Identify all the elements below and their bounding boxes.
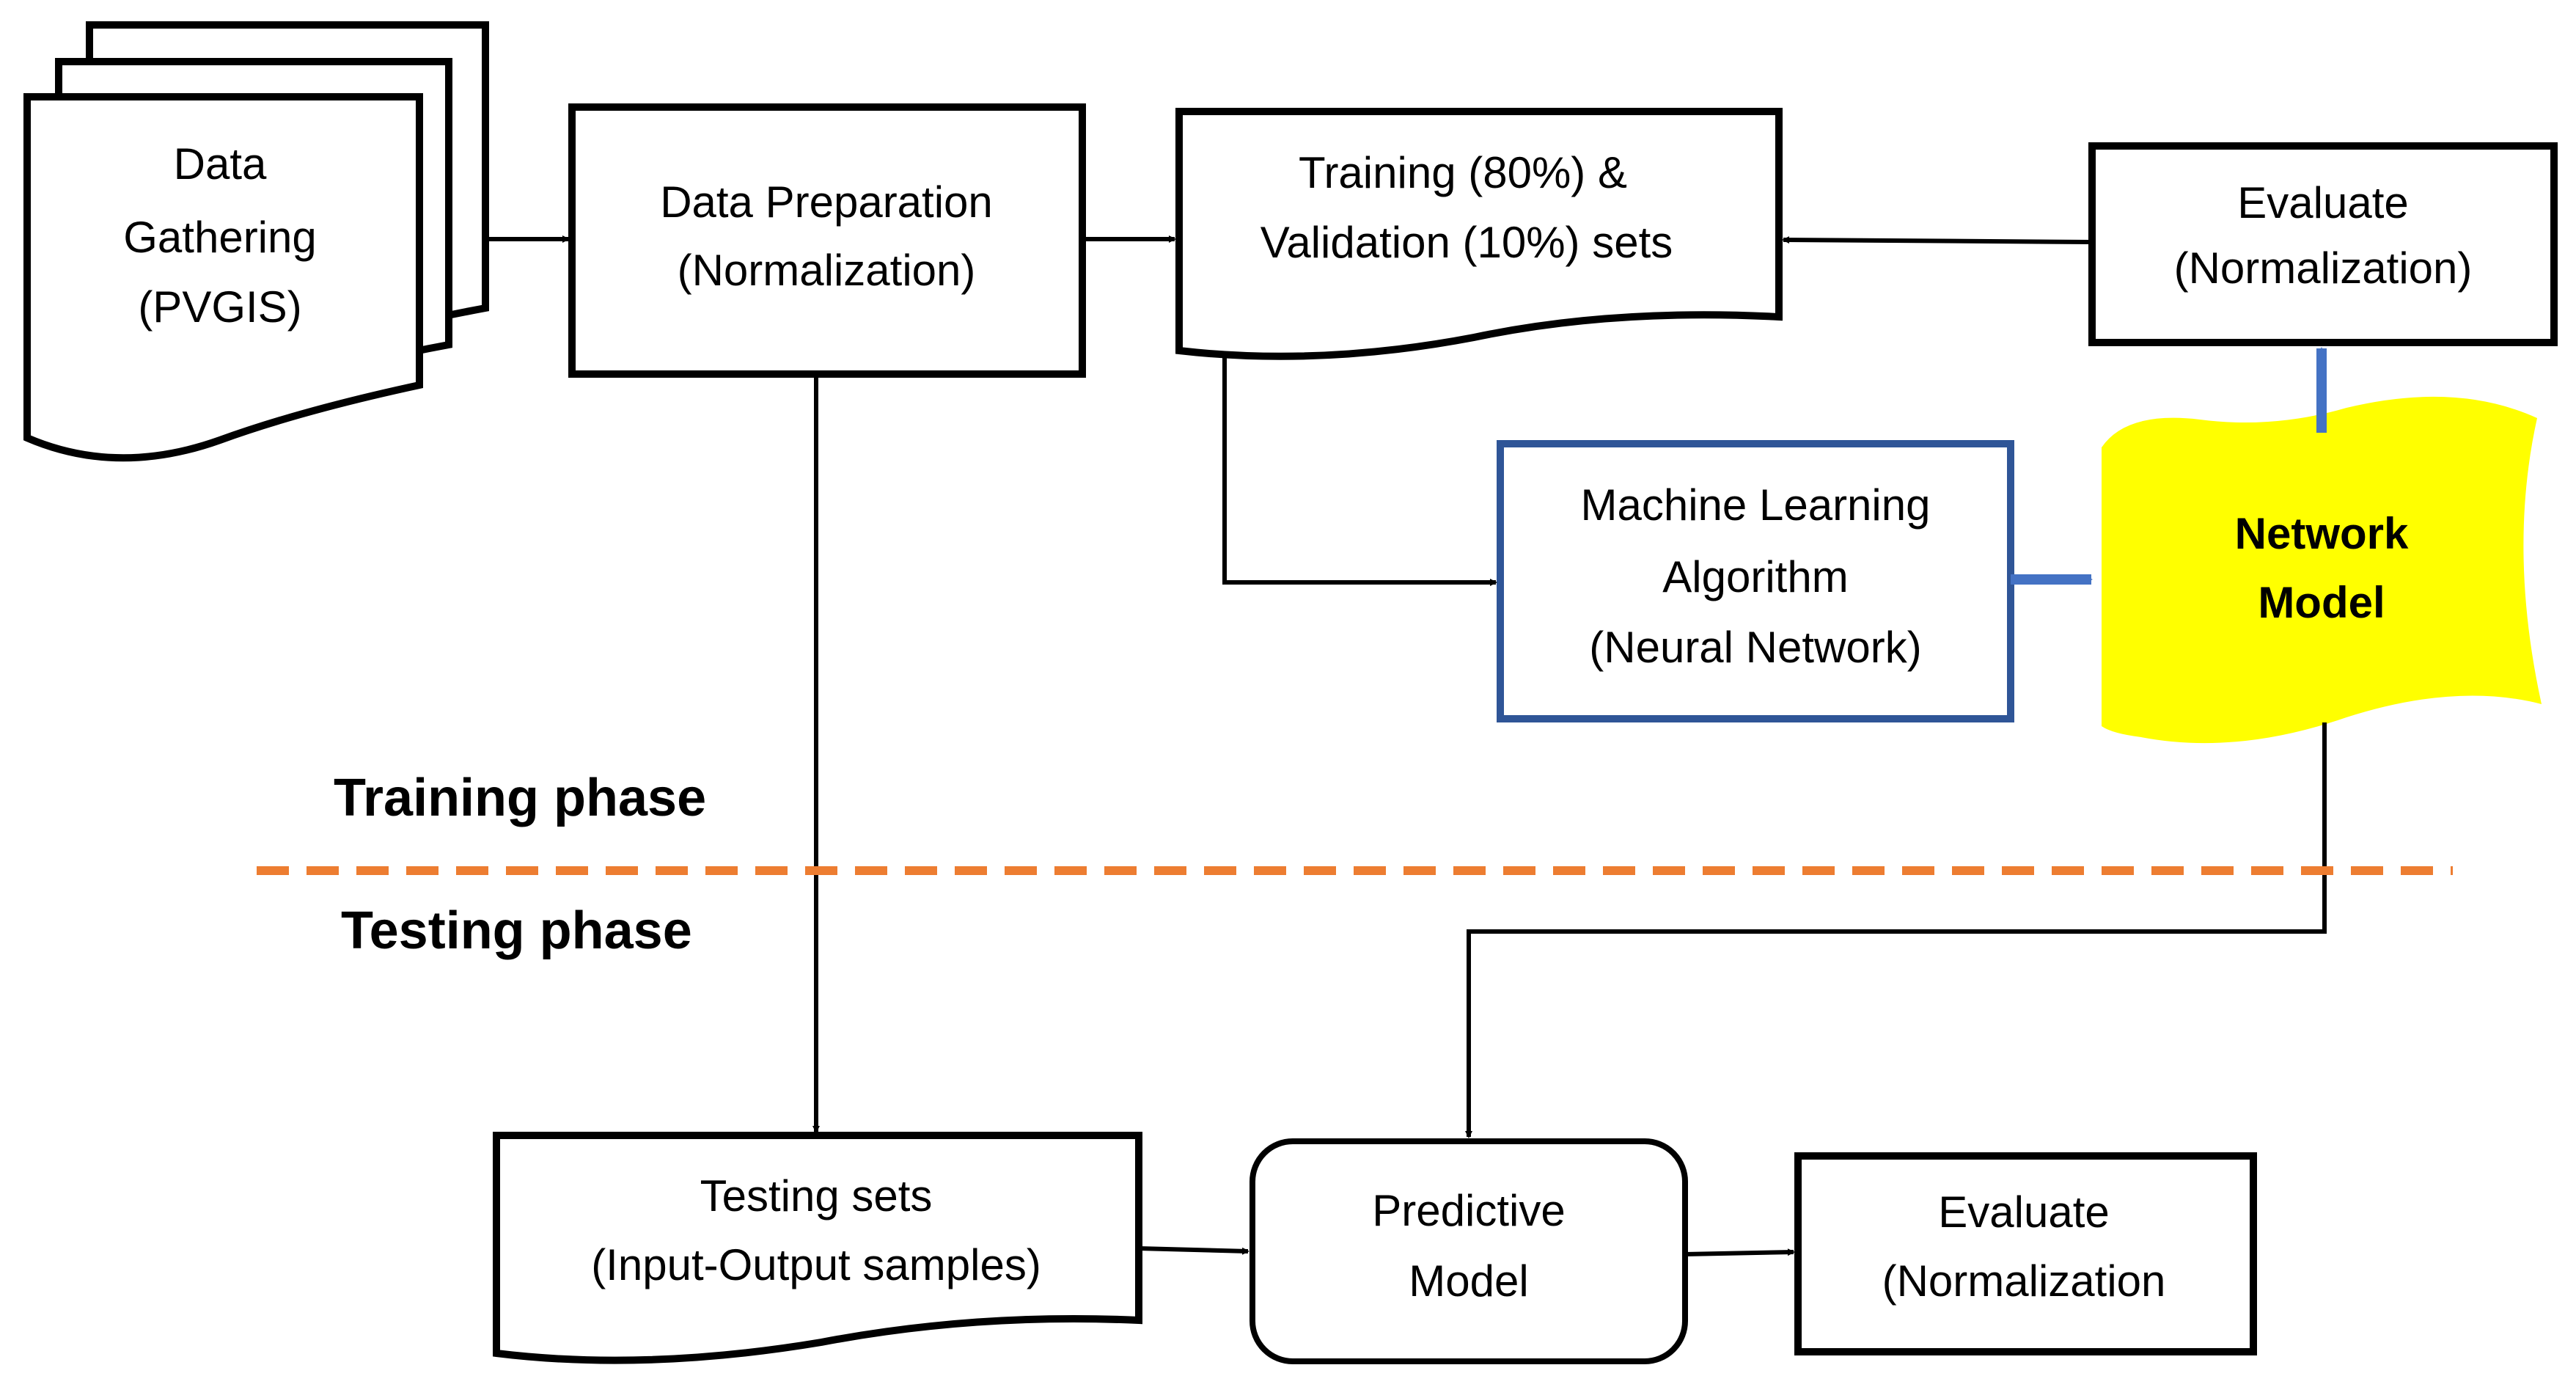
testing-sets-node: Testing sets (Input-Output samples) (493, 1132, 1142, 1364)
data-preparation-line-2: (Normalization) (678, 246, 976, 295)
evaluate-bottom-box (1794, 1152, 2257, 1355)
evaluate-top-line-1: Evaluate (2237, 178, 2409, 227)
arrow-predictive-to-evaluate (1684, 1248, 1795, 1256)
network-model-shape (2102, 396, 2542, 744)
data-preparation-line-1: Data Preparation (660, 178, 993, 227)
document-shape-front (23, 93, 423, 462)
network-model-line-2: Model (2258, 578, 2385, 627)
testing-sets-line-1: Testing sets (700, 1171, 933, 1220)
arrow-training-to-ml (1222, 356, 1497, 586)
data-gathering-line-3: (PVGIS) (138, 282, 301, 332)
evaluate-bottom-node: Evaluate (Normalization (1794, 1152, 2257, 1355)
predictive-model-box (1250, 1138, 1688, 1364)
network-model-line-1: Network (2235, 509, 2409, 558)
testing-sets-line-2: (Input-Output samples) (591, 1240, 1041, 1289)
data-gathering-line-1: Data (174, 139, 267, 189)
document-shape (493, 1132, 1142, 1364)
evaluate-bottom-line-2: (Normalization (1882, 1256, 2166, 1306)
training-validation-line-1: Training (80%) & (1299, 148, 1627, 197)
blue-connectors (2011, 347, 2327, 585)
arrow-evaluate-to-training (1782, 236, 2093, 244)
ml-algorithm-node: Machine Learning Algorithm (Neural Netwo… (1497, 440, 2014, 722)
ml-algorithm-line-3: (Neural Network) (1589, 623, 1921, 672)
data-gathering-line-2: Gathering (123, 213, 317, 262)
testing-phase-label: Testing phase (341, 901, 692, 960)
evaluate-top-line-2: (Normalization) (2174, 244, 2473, 293)
evaluate-top-box (2088, 142, 2558, 346)
data-preparation-box (568, 103, 1086, 378)
data-preparation-node: Data Preparation (Normalization) (568, 103, 1086, 378)
network-model-node: Network Model (2102, 396, 2542, 744)
data-gathering-node: Data Gathering (PVGIS) (23, 21, 489, 462)
ml-algorithm-line-1: Machine Learning (1581, 480, 1931, 530)
document-shape (1175, 108, 1783, 360)
arrow-testing-to-predictive (1138, 1246, 1250, 1255)
connectors (485, 235, 2327, 1256)
predictive-model-line-1: Predictive (1372, 1186, 1565, 1235)
predictive-model-line-2: Model (1409, 1256, 1528, 1306)
training-validation-line-2: Validation (10%) sets (1261, 218, 1673, 267)
training-phase-label: Training phase (334, 769, 706, 827)
evaluate-bottom-line-1: Evaluate (1938, 1187, 2110, 1237)
training-validation-node: Training (80%) & Validation (10%) sets (1175, 108, 1783, 360)
predictive-model-node: Predictive Model (1250, 1138, 1688, 1364)
ml-algorithm-box (1497, 440, 2014, 722)
arrow-network-to-predictive (1465, 722, 2327, 1138)
evaluate-top-node: Evaluate (Normalization) (2088, 142, 2558, 346)
ml-algorithm-line-2: Algorithm (1662, 552, 1848, 601)
